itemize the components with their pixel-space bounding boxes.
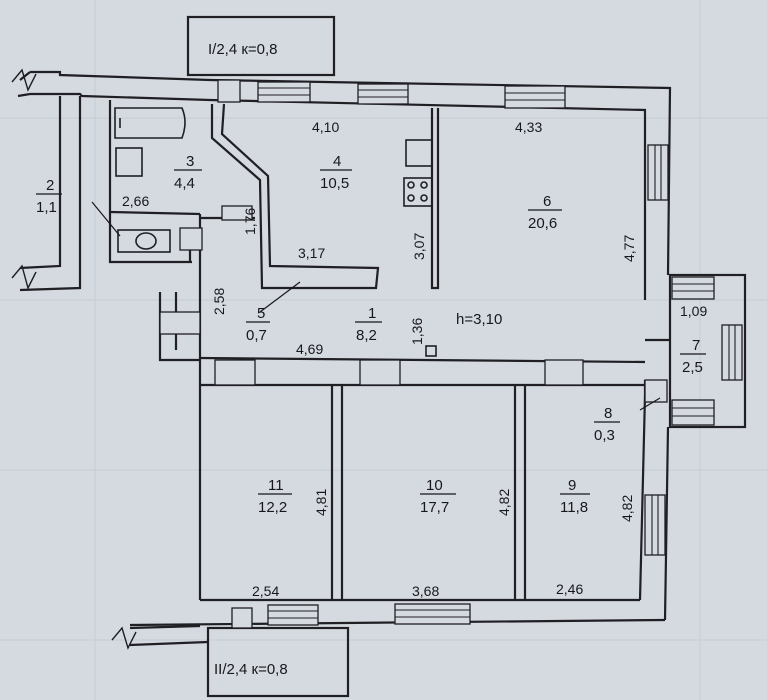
room-label-4: 4 10,5 bbox=[320, 153, 352, 192]
bathtub-icon bbox=[114, 107, 186, 139]
ceiling-height-label: h=3,10 bbox=[456, 311, 502, 328]
room-label-1: 1 8,2 bbox=[355, 305, 382, 344]
room-label-8: 8 0,3 bbox=[594, 405, 620, 444]
svg-text:1,1: 1,1 bbox=[36, 199, 57, 216]
svg-text:4,4: 4,4 bbox=[174, 175, 195, 192]
dim-1-09: 1,09 bbox=[680, 303, 707, 319]
dim-2-46: 2,46 bbox=[556, 581, 583, 597]
balcony-bottom bbox=[206, 626, 350, 698]
dim-4-33: 4,33 bbox=[515, 119, 542, 135]
room-label-10: 10 17,7 bbox=[420, 477, 456, 516]
svg-text:17,7: 17,7 bbox=[420, 499, 449, 516]
svg-text:8: 8 bbox=[604, 405, 612, 422]
balcony-top-label: I/2,4 к=0,8 bbox=[208, 41, 278, 58]
svg-text:9: 9 bbox=[568, 477, 576, 494]
dim-4-81: 4,81 bbox=[313, 489, 329, 516]
svg-text:12,2: 12,2 bbox=[258, 499, 287, 516]
svg-text:11,8: 11,8 bbox=[560, 499, 588, 516]
room-label-3: 3 4,4 bbox=[174, 153, 202, 192]
svg-text:20,6: 20,6 bbox=[528, 215, 557, 232]
dim-2-66: 2,66 bbox=[122, 193, 149, 209]
svg-text:11: 11 bbox=[268, 477, 284, 494]
dim-4-69: 4,69 bbox=[296, 341, 323, 357]
dim-4-10: 4,10 bbox=[312, 119, 339, 135]
dim-3-17: 3,17 bbox=[298, 245, 325, 261]
svg-text:7: 7 bbox=[692, 337, 700, 354]
dim-4-77: 4,77 bbox=[621, 235, 637, 262]
svg-text:6: 6 bbox=[543, 193, 551, 210]
sink-icon bbox=[115, 147, 143, 177]
toilet-icon bbox=[117, 229, 171, 253]
windows bbox=[217, 79, 743, 629]
balcony-top bbox=[186, 15, 336, 77]
svg-text:3: 3 bbox=[186, 153, 194, 170]
stove-icon bbox=[403, 177, 433, 207]
svg-text:2,5: 2,5 bbox=[682, 359, 703, 376]
dim-2-54: 2,54 bbox=[252, 583, 279, 599]
doors bbox=[159, 205, 668, 403]
svg-text:10,5: 10,5 bbox=[320, 175, 349, 192]
fixtures bbox=[91, 107, 661, 411]
annex-room-7 bbox=[668, 273, 747, 429]
dim-3-68: 3,68 bbox=[412, 583, 439, 599]
room-label-9: 9 11,8 bbox=[560, 477, 590, 516]
svg-text:4: 4 bbox=[333, 153, 341, 170]
room-label-11: 11 12,2 bbox=[258, 477, 292, 516]
svg-text:10: 10 bbox=[426, 477, 443, 494]
dim-1-76: 1,76 bbox=[242, 208, 258, 235]
meter-box-icon bbox=[425, 345, 437, 357]
svg-text:5: 5 bbox=[257, 305, 265, 322]
dim-4-82-a: 4,82 bbox=[496, 489, 512, 516]
svg-text:2: 2 bbox=[46, 177, 54, 194]
room-label-7: 7 2,5 bbox=[680, 337, 706, 376]
svg-text:1: 1 bbox=[368, 305, 376, 322]
dim-1-36: 1,36 bbox=[409, 318, 425, 345]
svg-text:8,2: 8,2 bbox=[356, 327, 377, 344]
svg-text:0,7: 0,7 bbox=[246, 327, 267, 344]
balcony-bottom-label: II/2,4 к=0,8 bbox=[214, 661, 288, 678]
dim-2-58: 2,58 bbox=[211, 288, 227, 315]
room-label-5: 5 0,7 bbox=[246, 305, 270, 344]
dim-3-07: 3,07 bbox=[411, 233, 427, 260]
kitchen-sink-icon bbox=[405, 139, 433, 167]
room-label-2: 2 1,1 bbox=[36, 177, 62, 216]
dim-4-82-b: 4,82 bbox=[619, 495, 635, 522]
room-label-6: 6 20,6 bbox=[528, 193, 562, 232]
svg-text:0,3: 0,3 bbox=[594, 427, 615, 444]
